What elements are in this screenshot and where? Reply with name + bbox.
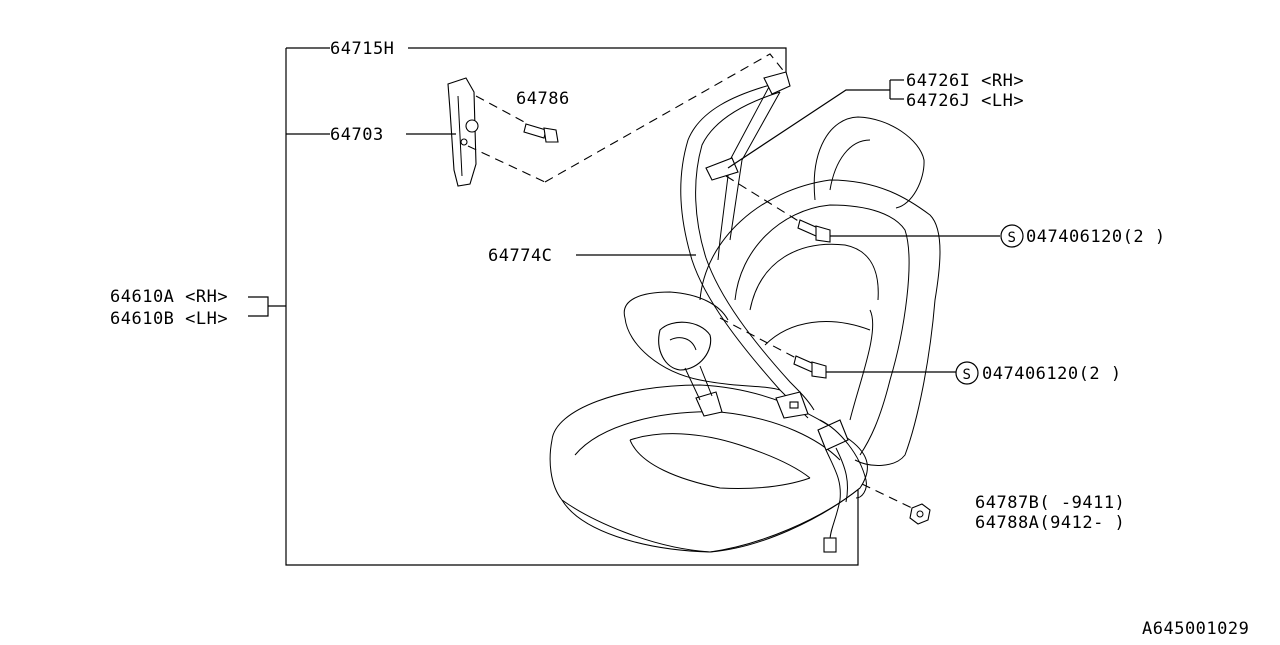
seat-illustration	[549, 116, 941, 553]
bolt-upper	[797, 219, 831, 243]
s-mark-label: S	[963, 367, 972, 383]
label-64786: 64786	[516, 89, 570, 109]
label-64787b: 64787B( -9411)	[975, 493, 1125, 513]
bolt-lower	[793, 355, 827, 379]
diagram-id: A645001029	[1142, 619, 1249, 639]
label-64788a: 64788A(9412- )	[975, 513, 1125, 533]
s-mark-label: S	[1008, 230, 1017, 246]
label-64703: 64703	[330, 125, 384, 145]
label-64726j: 64726J <LH>	[906, 91, 1024, 111]
label-64610b: 64610B <LH>	[110, 309, 228, 329]
label-64774c: 64774C	[488, 246, 552, 266]
s-mark-upper: S	[1000, 224, 1024, 248]
nut-64787b	[909, 503, 931, 525]
label-64715h: 64715H	[330, 39, 394, 59]
label-64726i: 64726I <RH>	[906, 71, 1024, 91]
dashed-leaders	[467, 53, 913, 509]
s-mark-lower: S	[955, 361, 979, 385]
seatbelt-webbing	[658, 71, 815, 419]
label-bolt-lower: 047406120(2 )	[982, 364, 1122, 384]
label-bolt-upper: 047406120(2 )	[1026, 227, 1166, 247]
assembly-frame	[248, 47, 859, 566]
buckle-assembly	[817, 419, 867, 553]
upper-bracket-64703	[447, 77, 479, 187]
label-64610a: 64610A <RH>	[110, 287, 228, 307]
leader-lines	[406, 79, 1000, 373]
bolt-64786	[523, 123, 559, 143]
